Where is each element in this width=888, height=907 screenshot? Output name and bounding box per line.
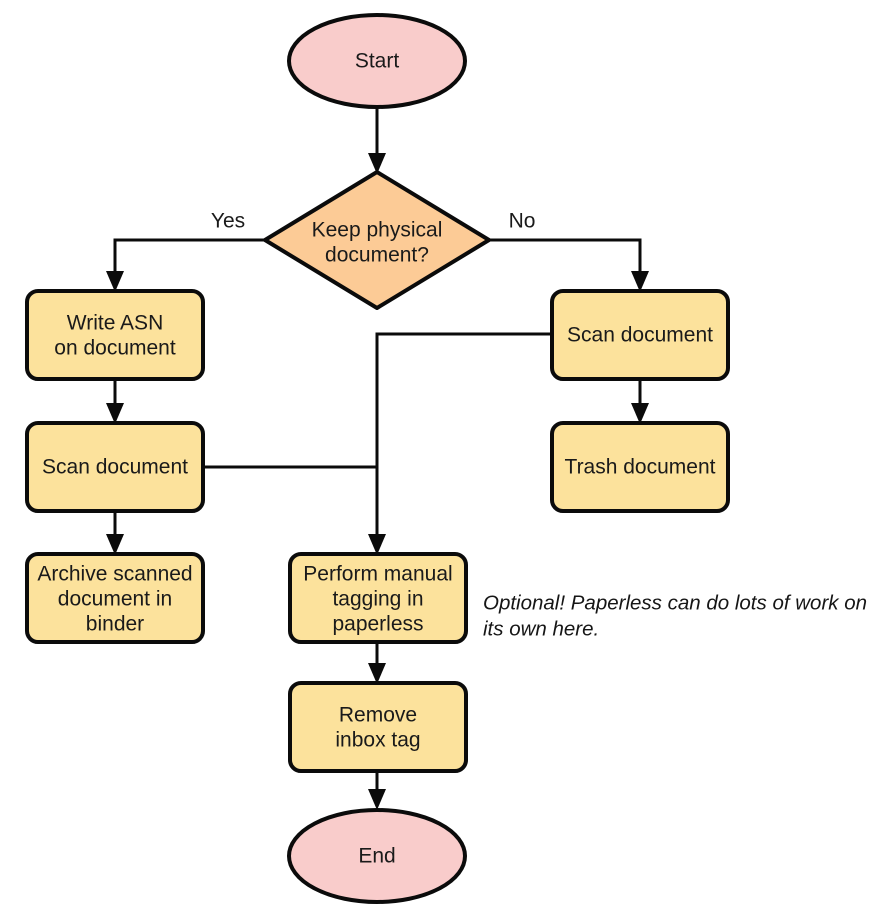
node-scan-document-right[interactable]: Scan document (550, 289, 730, 381)
edge-scan-right-to-tagging (368, 332, 552, 555)
write-asn-label-line2: on document (54, 337, 176, 360)
edge-tagging-to-remove-inbox (368, 642, 386, 684)
archive-scanned-label-line3: binder (86, 613, 144, 636)
node-remove-inbox-tag[interactable]: Remove inbox tag (288, 681, 468, 773)
trash-document-box[interactable] (550, 421, 730, 513)
node-perform-manual-tagging[interactable]: Perform manual tagging in paperless (288, 552, 468, 644)
node-start[interactable]: Start (287, 13, 467, 109)
edge-write-asn-to-scan-left (106, 379, 124, 424)
end-label: End (358, 845, 395, 868)
perform-manual-tagging-label-line3: paperless (332, 613, 423, 636)
edge-decision-to-write-asn (106, 238, 265, 292)
write-asn-box[interactable] (25, 289, 205, 381)
edge-remove-inbox-to-end (368, 771, 386, 810)
remove-inbox-tag-box[interactable] (288, 681, 468, 773)
optional-note-line1: Optional! Paperless can do lots of work … (483, 591, 867, 614)
optional-note-line2: its own here. (483, 617, 599, 640)
perform-manual-tagging-label-line1: Perform manual (303, 563, 452, 586)
optional-note: Optional! Paperless can do lots of work … (483, 591, 867, 640)
start-label: Start (355, 50, 400, 73)
archive-scanned-label-line2: document in (58, 588, 172, 611)
decision-label-line1: Keep physical (312, 219, 443, 242)
end-ellipse[interactable] (287, 808, 467, 904)
edge-label-yes: Yes (211, 210, 245, 233)
scan-document-right-box[interactable] (550, 289, 730, 381)
node-decision-keep-physical[interactable]: Keep physical document? (263, 170, 491, 310)
write-asn-label-line1: Write ASN (67, 312, 163, 335)
edges-layer (106, 107, 649, 810)
trash-document-label: Trash document (565, 456, 716, 479)
archive-scanned-box[interactable] (25, 552, 205, 644)
remove-inbox-tag-label-line2: inbox tag (335, 729, 420, 752)
node-end[interactable]: End (287, 808, 467, 904)
edge-decision-to-scan-right (489, 238, 649, 292)
start-ellipse[interactable] (287, 13, 467, 109)
scan-document-left-box[interactable] (25, 421, 205, 513)
node-archive-scanned[interactable]: Archive scanned document in binder (25, 552, 205, 644)
node-scan-document-left[interactable]: Scan document (25, 421, 205, 513)
scan-document-left-label: Scan document (42, 456, 188, 479)
edge-scan-right-to-trash (631, 379, 649, 424)
node-write-asn[interactable]: Write ASN on document (25, 289, 205, 381)
decision-diamond[interactable] (263, 170, 491, 310)
node-trash-document[interactable]: Trash document (550, 421, 730, 513)
decision-label-line2: document? (325, 244, 429, 267)
edge-start-to-decision (368, 107, 386, 174)
edge-scan-left-to-archive (106, 511, 124, 555)
perform-manual-tagging-box[interactable] (288, 552, 468, 644)
edge-label-no: No (509, 210, 536, 233)
remove-inbox-tag-label-line1: Remove (339, 704, 417, 727)
archive-scanned-label-line1: Archive scanned (37, 563, 192, 586)
scan-document-right-label: Scan document (567, 324, 713, 347)
perform-manual-tagging-label-line2: tagging in (332, 588, 423, 611)
